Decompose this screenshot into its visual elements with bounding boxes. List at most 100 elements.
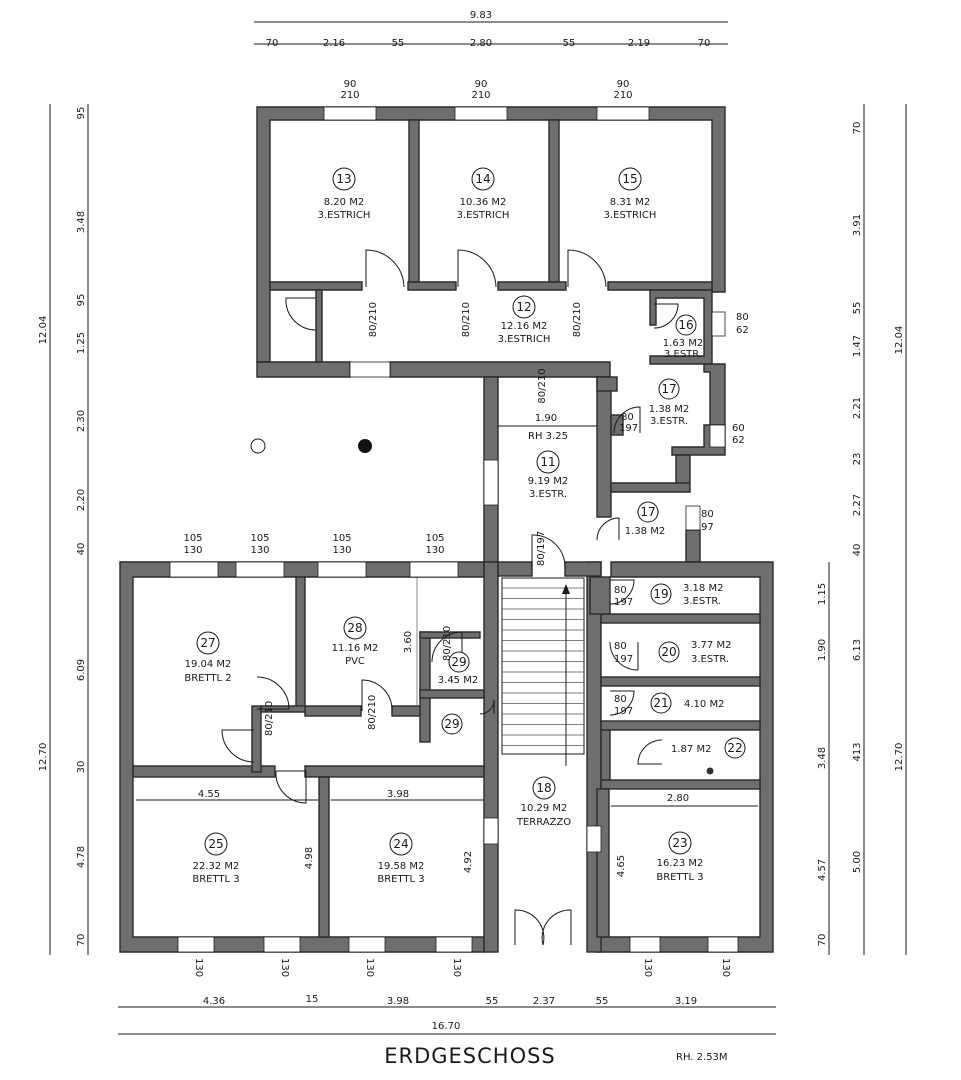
window-13: [323, 106, 377, 121]
room-19-marker: [650, 583, 672, 605]
dim-right-mid-0: 6.13: [852, 639, 863, 661]
room-25-area: 22.32 M2: [193, 861, 240, 872]
door-13: [365, 249, 405, 288]
wall-27-28: [295, 576, 306, 711]
door-17a-size-h: 197: [619, 423, 638, 434]
wall-29-box-bottom: [419, 689, 485, 699]
dim-bottom-seg-2: 3.98: [387, 996, 409, 1007]
win-23b-size: 130: [720, 958, 731, 977]
room-16-number: 16: [678, 318, 693, 332]
wall-27-bottom: [132, 765, 276, 778]
win-15-h: 210: [613, 90, 632, 101]
win-23a-size: 130: [642, 958, 653, 977]
window-17b: [685, 505, 701, 531]
room-23-floor: BRETTL 3: [656, 872, 703, 883]
room-29b-number: 29: [444, 717, 459, 731]
room-14-number: 14: [475, 172, 490, 186]
room-17a-number: 17: [661, 382, 676, 396]
win-28a-w: 105: [332, 533, 351, 544]
room-12-marker: [512, 295, 536, 319]
win-27a-w: 105: [183, 533, 202, 544]
wall-22-23: [600, 779, 761, 790]
dim-right-inner-1: 3.91: [852, 214, 863, 236]
dim-right-inner-6: 2.27: [852, 494, 863, 516]
windows: [169, 106, 739, 953]
room-18-floor: TERRAZZO: [516, 817, 571, 828]
win-28b-h: 130: [425, 545, 444, 556]
wall-13-14: [408, 119, 420, 283]
dim-bottom-seg-3: 55: [486, 996, 499, 1007]
dim-bottom-seg-4: 2.37: [533, 996, 555, 1007]
wall-28-bottom: [304, 705, 362, 717]
doors: [221, 249, 714, 946]
window-17a: [709, 424, 726, 448]
dim-right-inner-12: 70: [817, 934, 828, 947]
door-17b: [596, 517, 620, 541]
room-12-number: 12: [516, 300, 531, 314]
door-27-size: 80/210: [264, 701, 275, 736]
dim-inner-492-label: 4.92: [463, 851, 474, 873]
win-13-w: 90: [344, 79, 357, 90]
room-22-marker: [724, 737, 746, 759]
door-17a-size: 80: [621, 412, 634, 423]
room-17a-marker: [658, 378, 680, 400]
dim-right-inner-9: 1.90: [817, 639, 828, 661]
dim-hall-190: 1.90: [535, 413, 557, 424]
room-11-floor: 3.ESTR.: [529, 489, 567, 500]
window-23-a: [629, 936, 661, 953]
win-24b-size: 130: [451, 958, 462, 977]
dim-left-outer-0: 12.04: [38, 316, 49, 345]
room-11-marker: [536, 450, 560, 474]
room-15-floor: 3.ESTRICH: [604, 210, 657, 221]
room-27-area: 19.04 M2: [185, 659, 232, 670]
door-28-size: 80/210: [367, 695, 378, 730]
room-27-number: 27: [200, 636, 215, 650]
door-hall-bottom: [531, 534, 566, 570]
dim-left-inner-0: 95: [76, 107, 87, 120]
dim-left-inner-9: 4.78: [76, 846, 87, 868]
wall-hall-left-box: [251, 705, 262, 773]
dim-right-inner-0: 70: [852, 122, 863, 135]
win-17a-size-h: 62: [732, 435, 745, 446]
room-19-number: 19: [653, 587, 668, 601]
wall-20-21: [600, 676, 761, 687]
yard-ring: [250, 438, 266, 454]
dim-left-inner-10: 70: [76, 934, 87, 947]
door-11-size: 80/210: [537, 368, 548, 403]
dim-left-outer-1: 12.70: [38, 743, 49, 772]
win-25a-size: 130: [193, 958, 204, 977]
room-24-area: 19.58 M2: [378, 861, 425, 872]
door-entrance: [514, 909, 572, 946]
dimension-lines: [49, 21, 907, 1035]
room-21-area: 4.10 M2: [684, 699, 724, 710]
wall-22-left: [600, 729, 611, 781]
dim-left-inner-5: 2.20: [76, 489, 87, 511]
wall-19-left: [589, 576, 611, 615]
wall-25-24: [318, 776, 330, 938]
door-20-size-h: 197: [614, 654, 633, 665]
win-17b-size: 80: [701, 509, 714, 520]
wall-23-left: [596, 788, 610, 938]
stair-arrow-head: [562, 584, 570, 594]
dim-left-inner-4: 2.30: [76, 410, 87, 432]
room-24-number: 24: [393, 837, 408, 851]
room-25-marker: [204, 832, 228, 856]
room-29a-marker: [448, 651, 470, 673]
window-24-a: [348, 936, 386, 953]
plan-height-note: RH. 2.53M: [676, 1052, 728, 1063]
dim-right-inner-5: 23: [852, 453, 863, 466]
room-27-marker: [196, 631, 220, 655]
dim-left-inner-1: 3.48: [76, 211, 87, 233]
room-11-area: 9.19 M2: [528, 476, 568, 487]
win-14-w: 90: [475, 79, 488, 90]
win-27b-h: 130: [250, 545, 269, 556]
dim-right-mid-2: 5.00: [852, 851, 863, 873]
room-13-number: 13: [336, 172, 351, 186]
room-18-number: 18: [536, 781, 551, 795]
dim-top-seg-1: 2.16: [323, 38, 345, 49]
win-13-h: 210: [340, 90, 359, 101]
win-24a-size: 130: [364, 958, 375, 977]
room-19-area: 3.18 M2: [683, 583, 723, 594]
dim-inner-360: 3.60: [403, 631, 414, 653]
stair-frame: [501, 577, 585, 755]
